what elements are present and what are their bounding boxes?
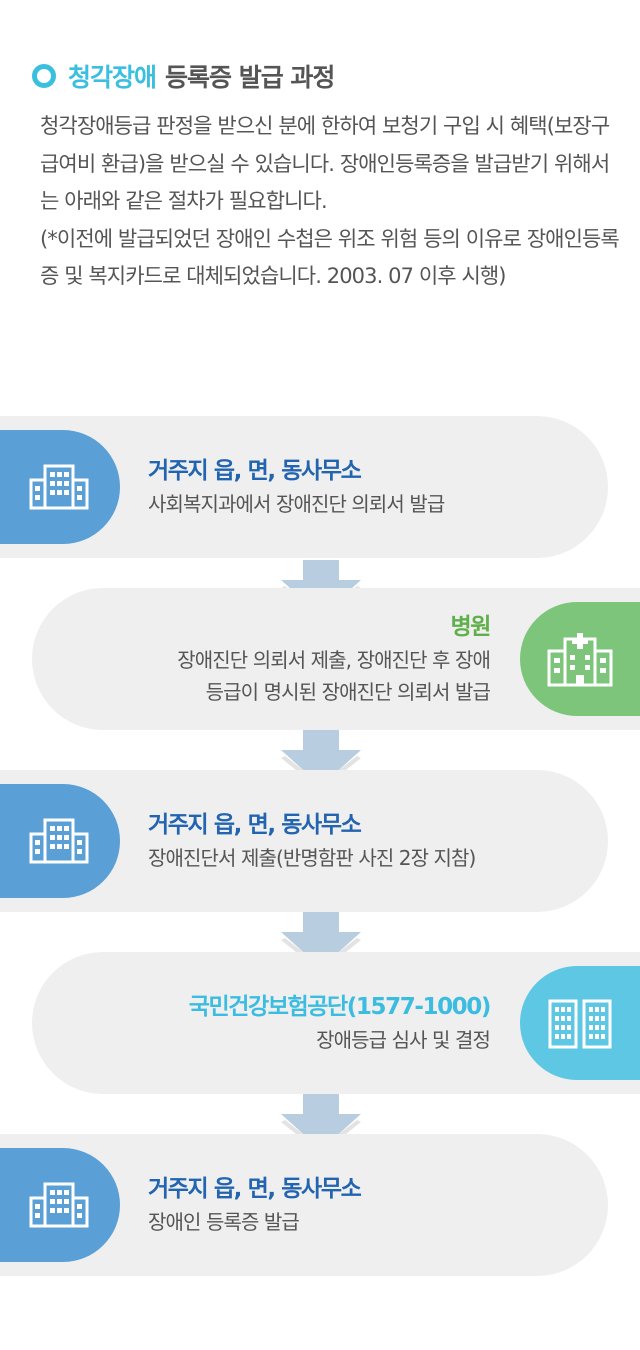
step-3-desc: 장애진단서 제출(반명함판 사진 2장 지참) <box>148 846 476 870</box>
step-2-desc-line2: 등급이 명시된 장애진단 의뢰서 발급 <box>205 680 491 704</box>
step-2: 병원 장애진단 의뢰서 제출, 장애진단 후 장애 등급이 명시된 장애진단 의… <box>32 588 640 730</box>
step-4-title: 국민건강보험공단(1577-1000) <box>188 994 492 1020</box>
step-3-title: 거주지 읍, 면, 동사무소 <box>148 812 362 838</box>
intro-paragraph-1: 청각장애등급 판정을 받으신 분에 한하여 보청기 구입 시 혜택(보장구 급여… <box>40 114 610 213</box>
step-5: 거주지 읍, 면, 동사무소 장애인 등록증 발급 <box>0 1134 608 1276</box>
step-4-desc: 장애등급 심사 및 결정 <box>316 1028 491 1052</box>
step-1-desc: 사회복지과에서 장애진단 의뢰서 발급 <box>148 492 445 516</box>
step-3: 거주지 읍, 면, 동사무소 장애진단서 제출(반명함판 사진 2장 지참) <box>0 770 608 912</box>
building-icon <box>29 1182 89 1228</box>
office-buildings-icon <box>548 999 612 1049</box>
title-accent: 청각장애 <box>68 63 157 92</box>
down-arrow-icon <box>281 1094 361 1154</box>
step-2-desc-line1: 장애진단 의뢰서 제출, 장애진단 후 장애 <box>177 648 491 672</box>
step-2-title: 병원 <box>450 614 491 640</box>
step-4-icon-box <box>520 966 640 1080</box>
step-5-desc: 장애인 등록증 발급 <box>148 1210 300 1234</box>
title-rest: 등록증 발급 과정 <box>165 63 335 92</box>
circle-bullet-icon <box>32 64 56 88</box>
building-icon <box>29 818 89 864</box>
intro-paragraph-2: (*이전에 발급되었던 장애인 수첩은 위조 위험 등의 이유로 장애인등록증 … <box>40 226 620 289</box>
step-5-icon-box <box>0 1148 120 1262</box>
step-2-icon-box <box>520 602 640 716</box>
section-title: 청각장애 등록증 발급 과정 <box>32 58 335 94</box>
step-3-icon-box <box>0 784 120 898</box>
step-1: 거주지 읍, 면, 동사무소 사회복지과에서 장애진단 의뢰서 발급 <box>0 416 608 558</box>
intro-text: 청각장애등급 판정을 받으신 분에 한하여 보청기 구입 시 혜택(보장구 급여… <box>40 108 620 296</box>
building-icon <box>29 464 89 510</box>
down-arrow-icon <box>281 912 361 972</box>
step-1-icon-box <box>0 430 120 544</box>
step-4: 국민건강보험공단(1577-1000) 장애등급 심사 및 결정 <box>32 952 640 1094</box>
step-1-title: 거주지 읍, 면, 동사무소 <box>148 458 362 484</box>
down-arrow-icon <box>281 730 361 790</box>
hospital-icon <box>547 633 613 687</box>
step-5-title: 거주지 읍, 면, 동사무소 <box>148 1176 362 1202</box>
